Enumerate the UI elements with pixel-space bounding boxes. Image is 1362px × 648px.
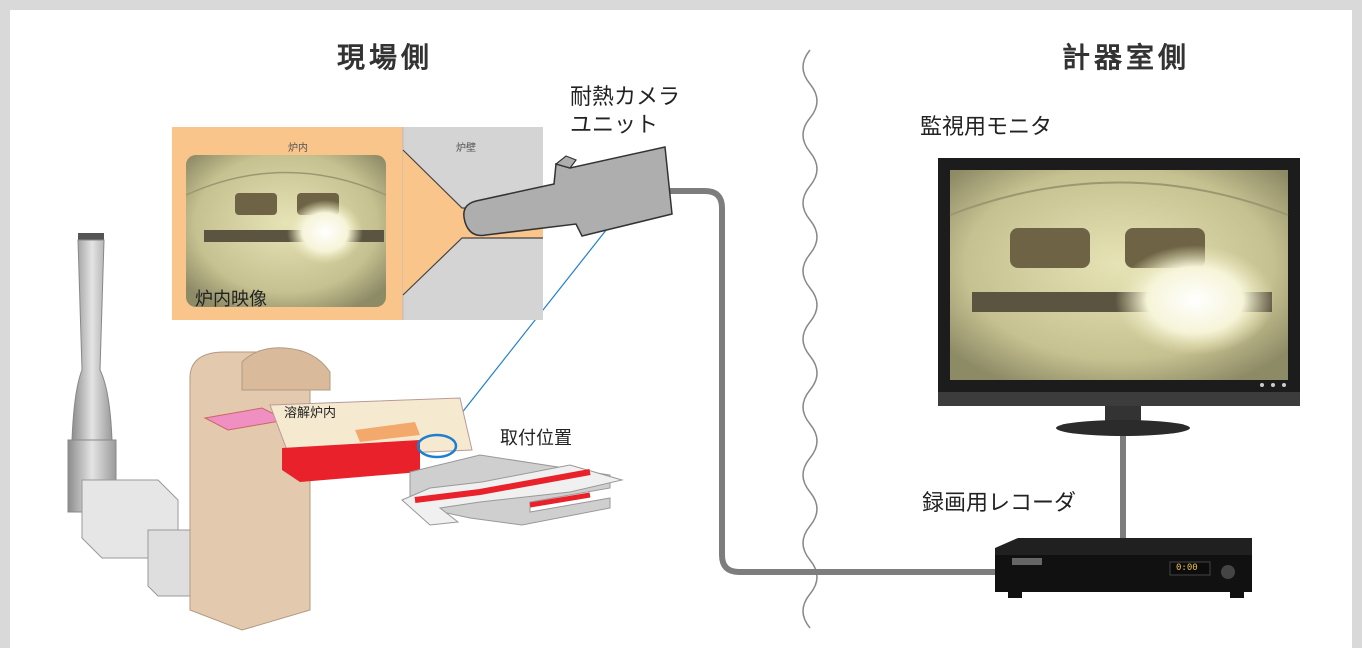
diagram-canvas xyxy=(67,49,1300,631)
divider-wavy-line xyxy=(802,49,818,629)
left-side-title: 現場側 xyxy=(337,41,434,74)
inset-furnace-inside-label: 炉内 xyxy=(288,143,308,154)
monitor-label: 監視用モニタ xyxy=(920,115,1053,140)
mount-link-line xyxy=(437,214,619,444)
system-diagram: 現場側 計器室側 耐熱カメラ ユニット 炉内 炉壁 炉内映像 溶解炉内 取付位置… xyxy=(10,10,1352,648)
cable xyxy=(660,188,995,575)
recorder-display-text: 0:00 xyxy=(1176,563,1198,573)
furnace-building xyxy=(189,347,624,631)
inset-video-label: 炉内映像 xyxy=(195,289,267,310)
camera-unit xyxy=(463,146,673,237)
inset-furnace-wall-label: 炉壁 xyxy=(456,143,476,154)
camera-label-line1: 耐熱カメラ xyxy=(570,85,681,110)
mount-position-marker xyxy=(416,433,458,459)
camera-label-line2: ユニット xyxy=(570,113,659,138)
recorder xyxy=(995,538,1252,598)
recorder-display xyxy=(1169,561,1211,576)
monitor xyxy=(938,158,1300,436)
recorder-label: 録画用レコーダ xyxy=(922,491,1077,516)
melting-furnace-label: 溶解炉内 xyxy=(284,406,337,421)
mount-position-label: 取付位置 xyxy=(500,428,572,449)
right-side-title: 計器室側 xyxy=(1062,41,1191,74)
